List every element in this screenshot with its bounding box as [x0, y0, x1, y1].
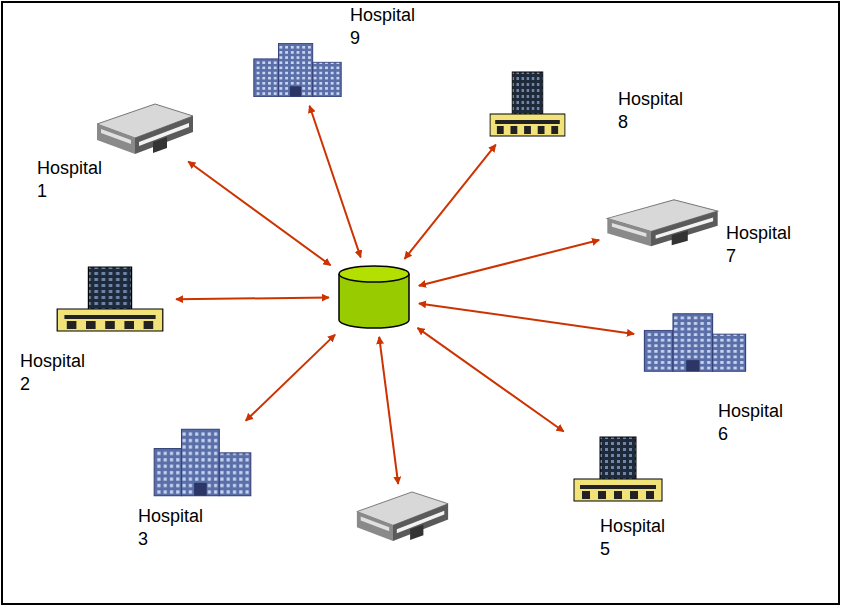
hospital-label: Hospital 1 — [37, 157, 115, 203]
hospital-icon — [95, 102, 195, 158]
hospital-icon — [605, 198, 720, 250]
hospital-node: Hospital 1 — [95, 102, 195, 158]
hospital-label: Hospital 7 — [726, 222, 804, 268]
hospital-label: Hospital 3 — [138, 505, 216, 551]
double-arrow — [176, 298, 329, 300]
hospital-label: Hospital 6 — [718, 400, 796, 446]
hospital-node: Hospital 3 — [150, 425, 255, 500]
double-arrow — [405, 145, 496, 259]
hospital-node — [355, 490, 450, 545]
database-node — [337, 265, 411, 329]
double-arrow — [419, 303, 634, 334]
hospital-label: Hospital 2 — [20, 350, 98, 396]
hospital-node: Hospital 2 — [50, 265, 170, 335]
hospital-node: Hospital 7 — [605, 198, 720, 250]
double-arrow — [418, 328, 564, 432]
hospital-icon — [150, 425, 255, 500]
hospital-icon — [250, 40, 345, 100]
hospital-icon — [640, 310, 750, 375]
double-arrow — [310, 106, 361, 258]
hospital-icon — [568, 435, 668, 505]
hospital-node: Hospital 5 — [568, 435, 668, 505]
double-arrow — [379, 337, 398, 484]
hospital-node: Hospital 9 — [250, 40, 345, 100]
hospital-icon — [355, 490, 450, 545]
hospital-label: Hospital 8 — [618, 88, 696, 134]
hospital-node: Hospital 8 — [485, 70, 570, 140]
hospital-node: Hospital 6 — [640, 310, 750, 375]
double-arrow — [246, 335, 335, 421]
double-arrow — [419, 240, 599, 286]
database-cylinder — [337, 265, 411, 329]
hospital-label: Hospital 9 — [350, 4, 428, 50]
hospital-icon — [485, 70, 570, 140]
hospital-icon — [50, 265, 170, 335]
double-arrow — [188, 162, 330, 266]
hospital-label: Hospital 5 — [600, 515, 678, 561]
